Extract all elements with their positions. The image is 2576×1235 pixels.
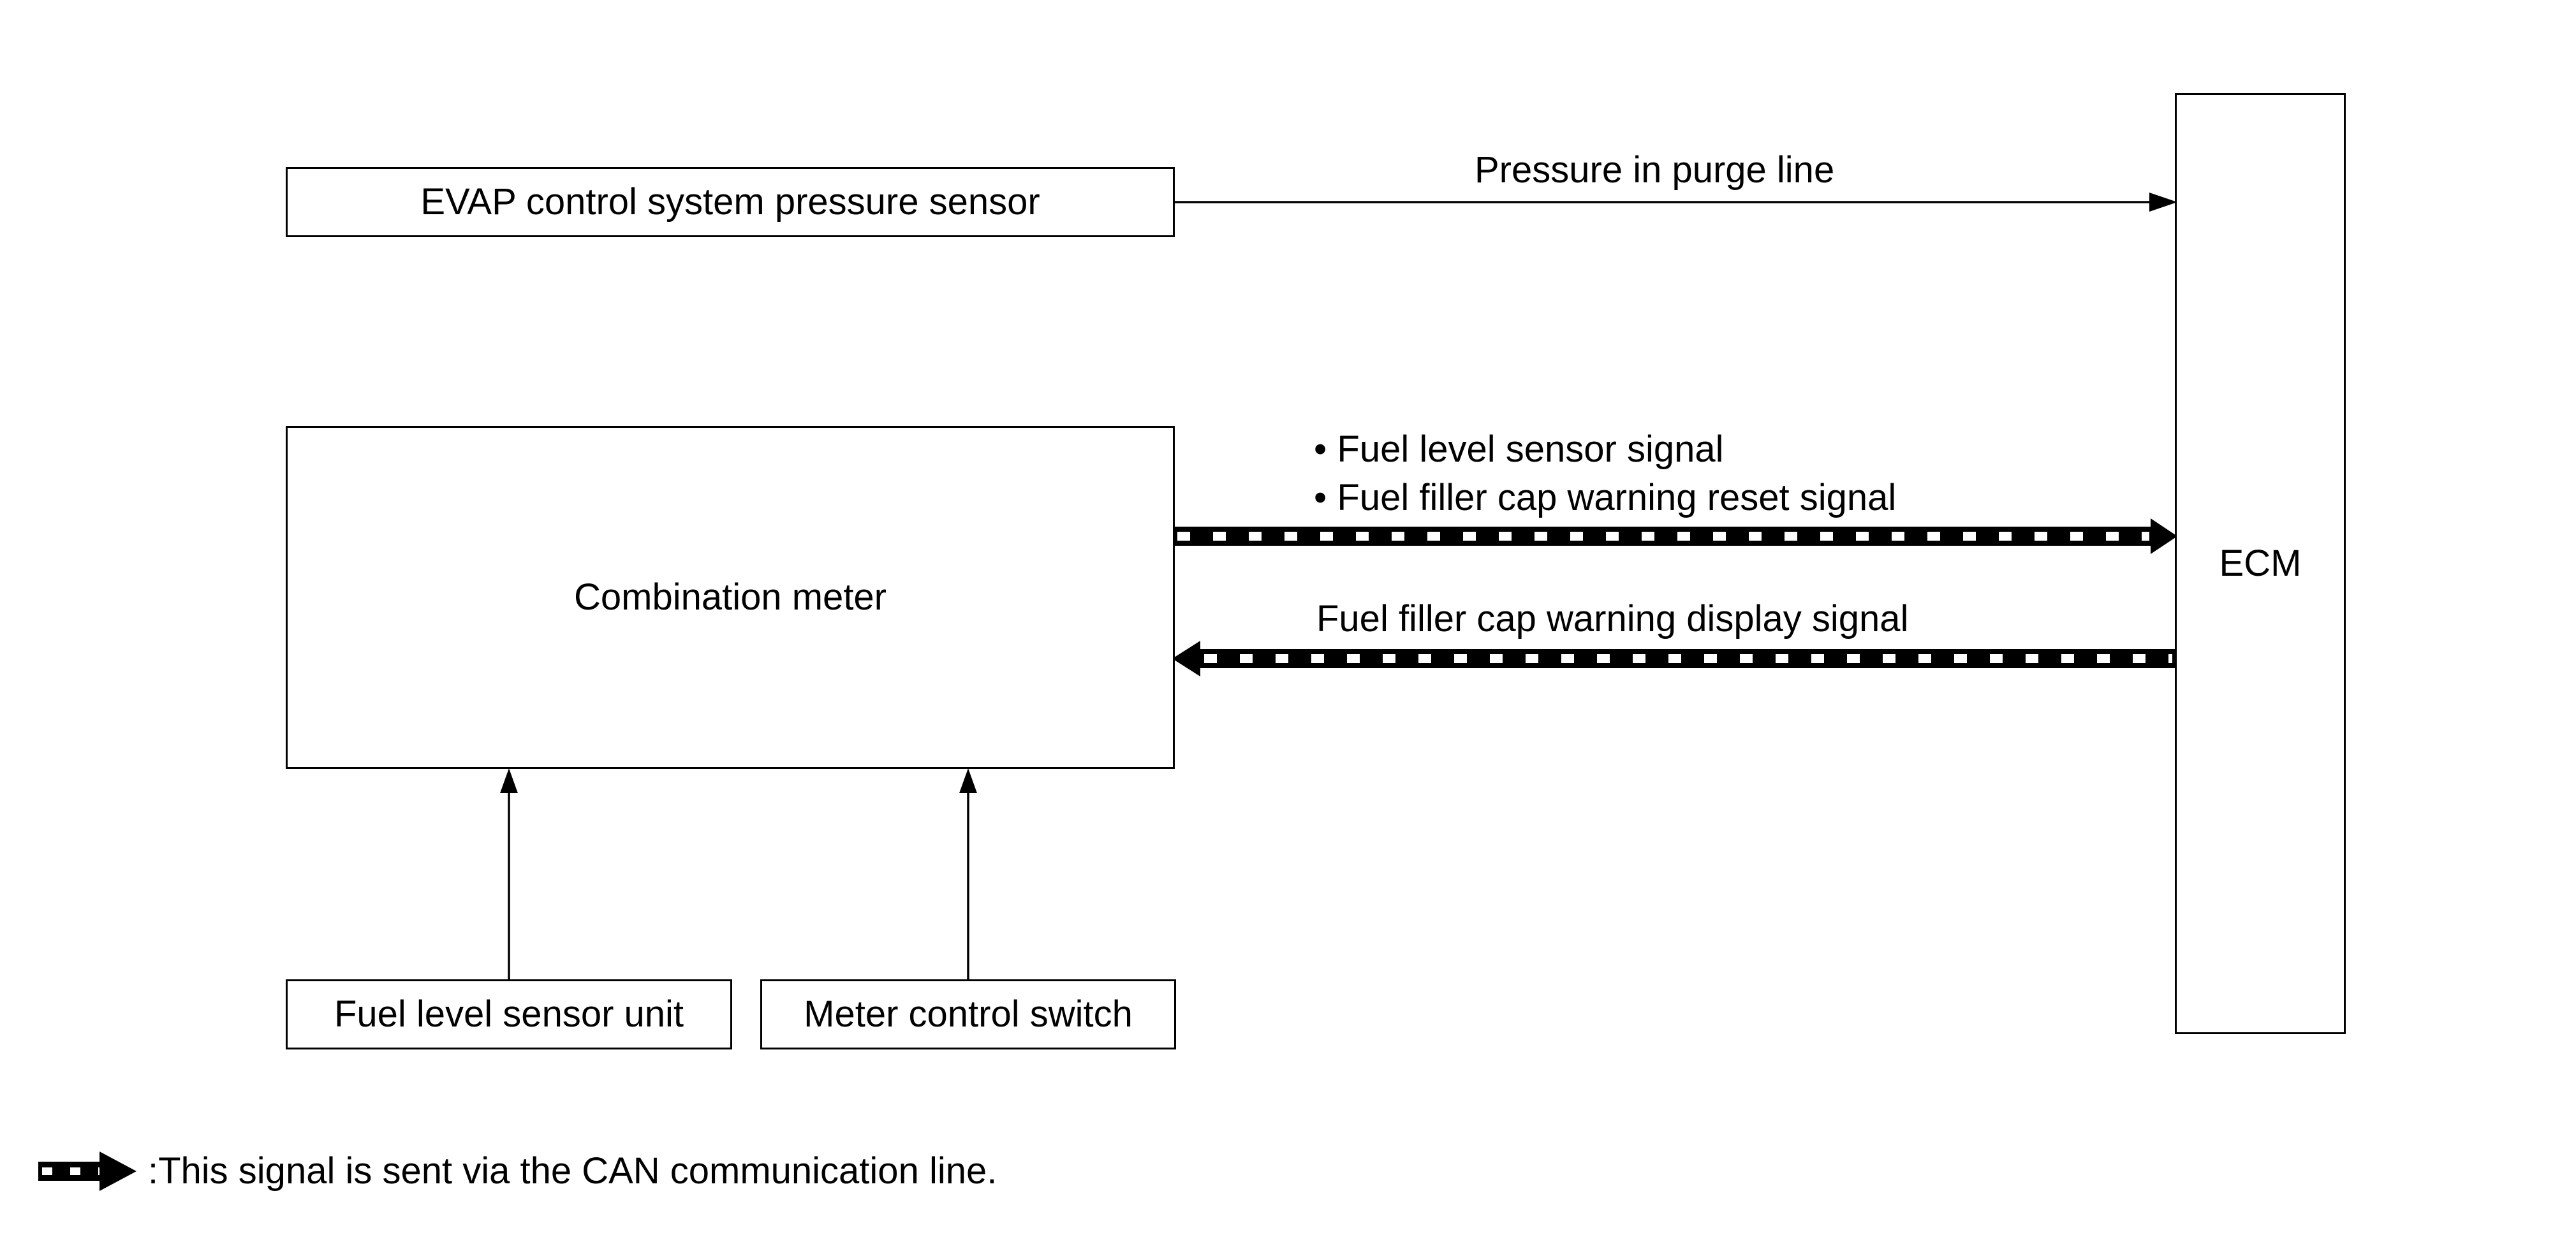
meter-control-switch-block: Meter control switch [760,979,1176,1049]
fuel-level-signal-text: Fuel level sensor signal [1337,428,1724,470]
fuel-level-sensor-unit-label: Fuel level sensor unit [334,993,684,1035]
ecm-label: ECM [2219,543,2302,584]
meter-control-switch-label: Meter control switch [804,993,1133,1035]
can-legend-icon [38,1151,136,1191]
fuel-level-arrow [500,768,518,981]
can-arrow-to-ecm [1172,518,2177,554]
pressure-arrow [1172,193,2177,212]
fuel-level-signal-label: • Fuel level sensor signal [1314,428,1724,470]
filler-cap-reset-signal-label: • Fuel filler cap warning reset signal [1314,477,1897,518]
filler-cap-reset-signal-text: Fuel filler cap warning reset signal [1337,477,1897,518]
evap-sensor-label: EVAP control system pressure sensor [420,181,1040,223]
combination-meter-block: Combination meter [286,426,1175,769]
fuel-level-sensor-unit-block: Fuel level sensor unit [286,979,732,1049]
meter-switch-arrow [959,768,977,981]
can-arrow-to-meter [1172,641,2177,676]
filler-cap-display-signal-label: Fuel filler cap warning display signal [1316,598,1909,639]
ecm-block: ECM [2175,93,2346,1034]
legend-text: :This signal is sent via the CAN communi… [148,1150,997,1192]
pressure-signal-label: Pressure in purge line [1475,149,1835,191]
evap-sensor-block: EVAP control system pressure sensor [286,167,1175,237]
combination-meter-label: Combination meter [574,576,887,618]
